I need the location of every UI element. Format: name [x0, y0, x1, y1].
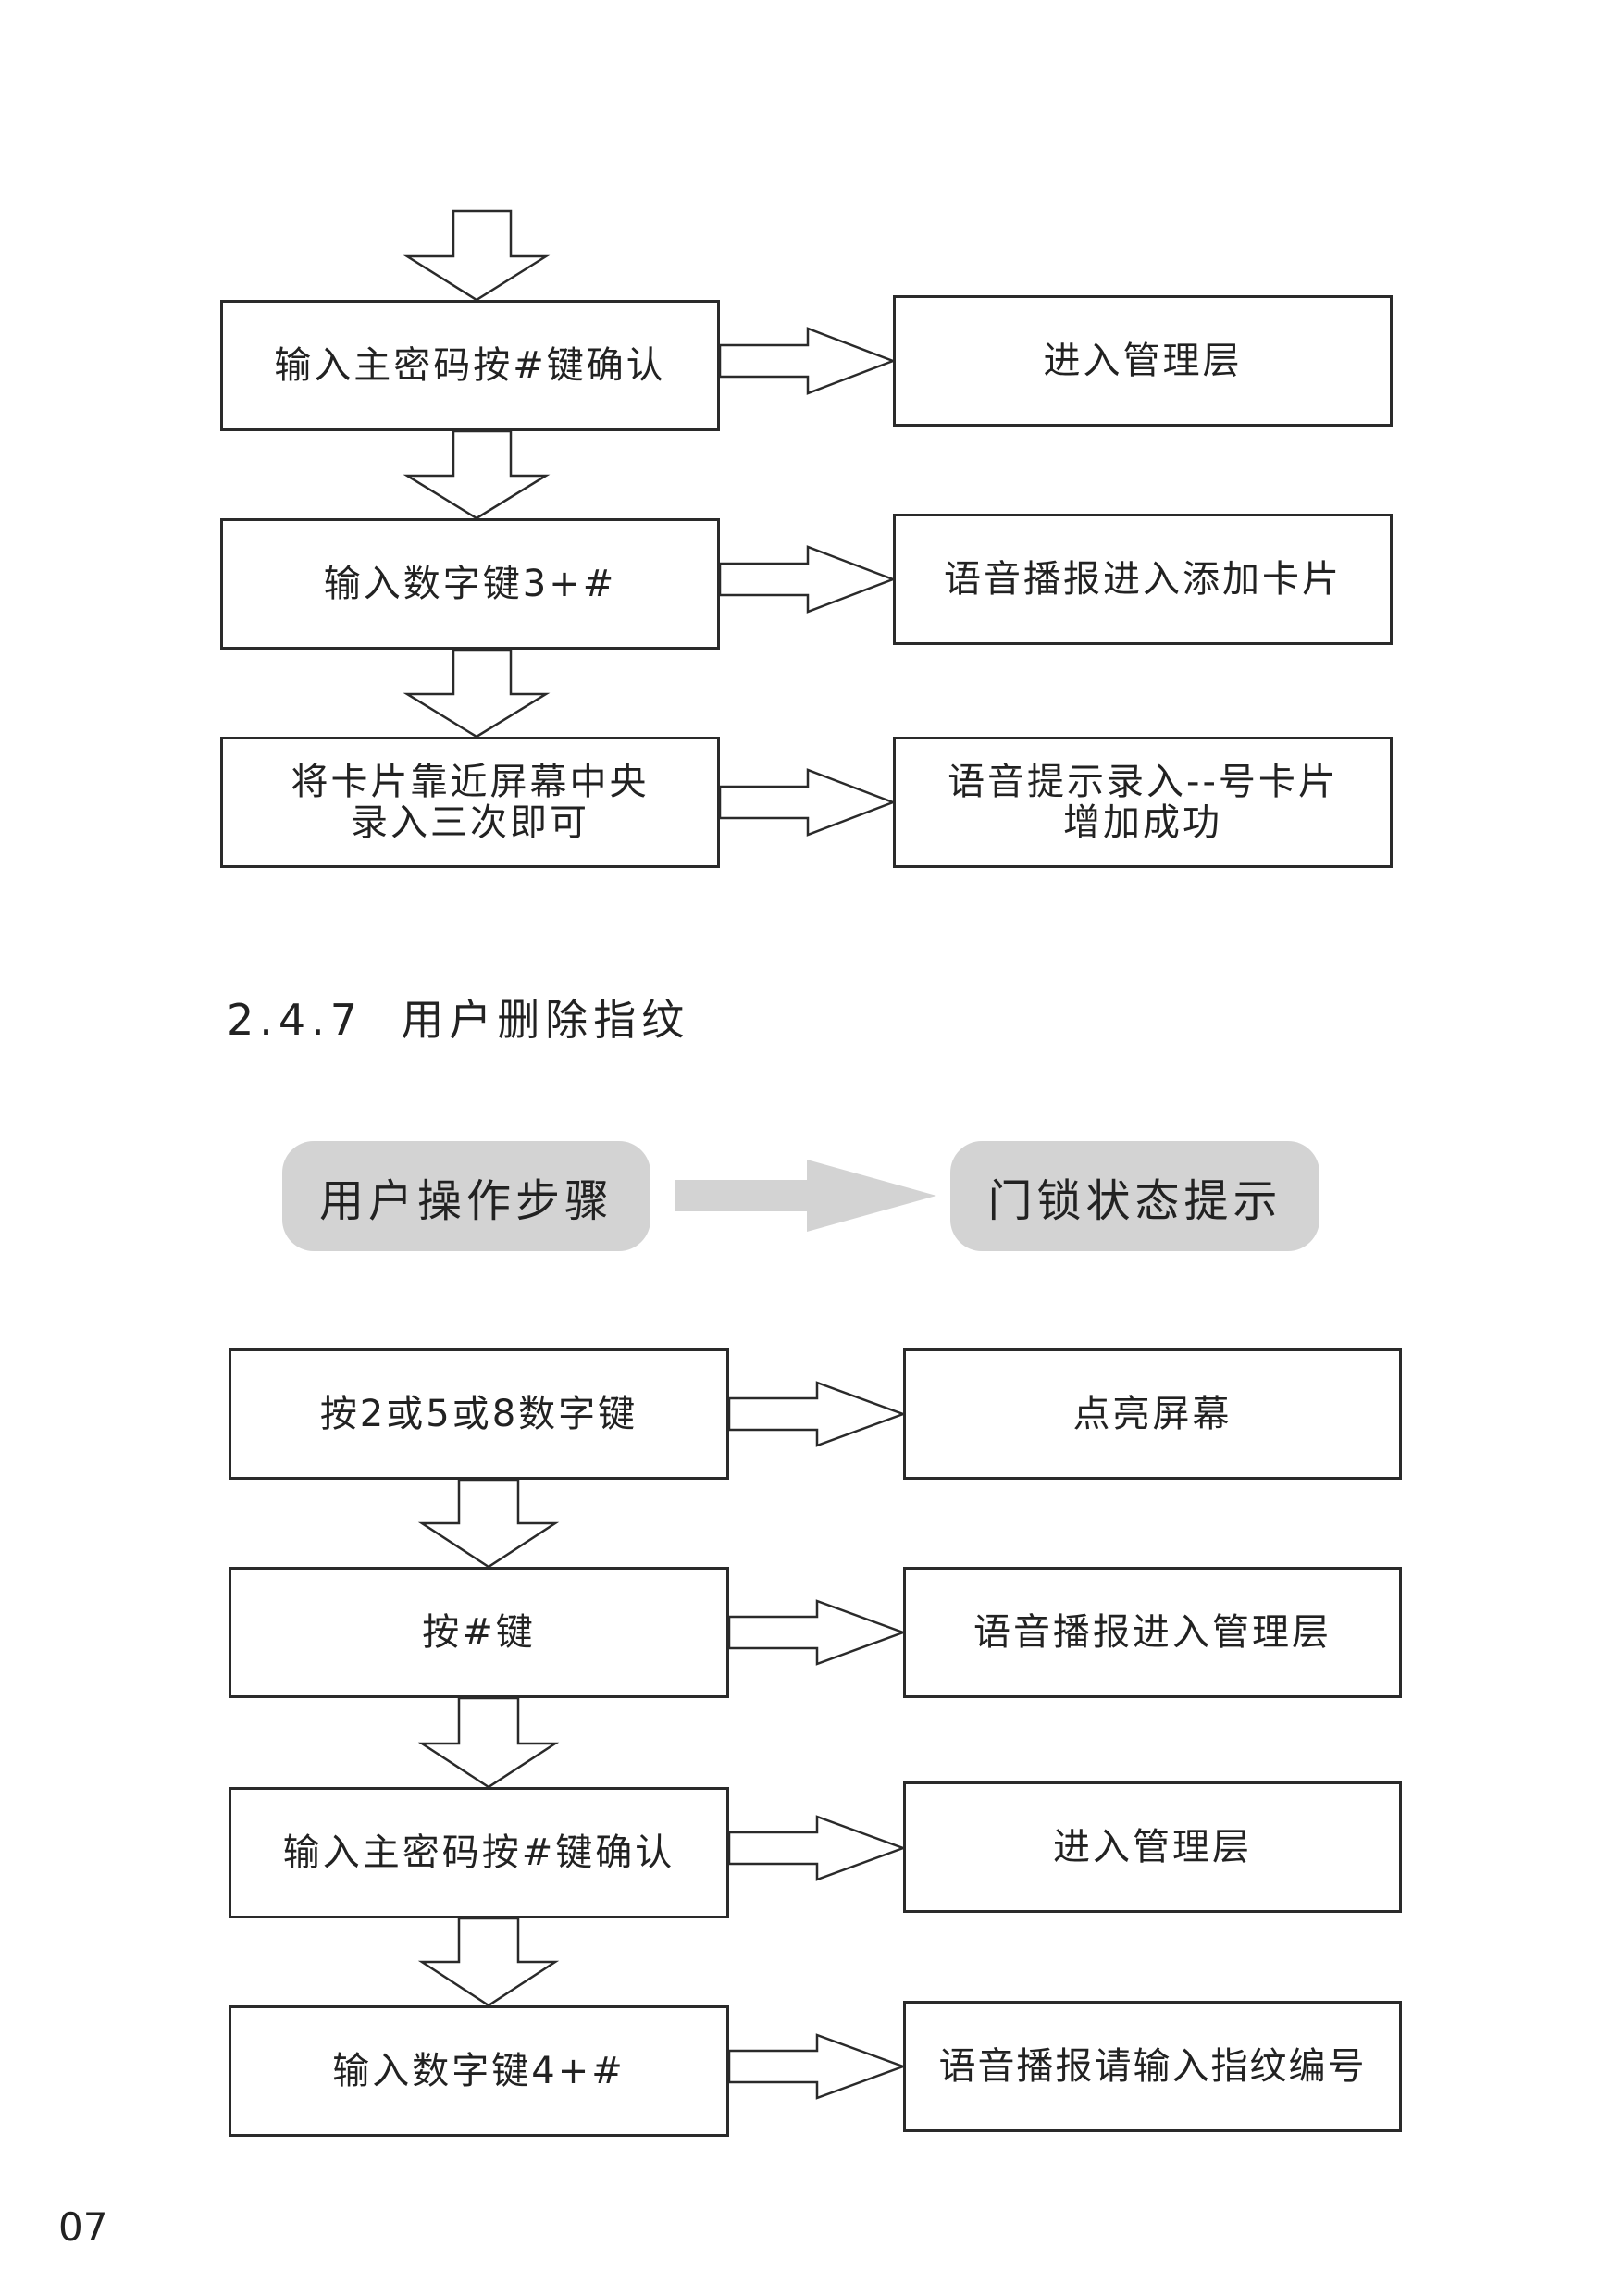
- legend-arrow-icon: [675, 1160, 936, 1232]
- right-arrow-icon: [727, 1381, 907, 1447]
- down-arrow-icon: [403, 209, 551, 302]
- result-box: 语音播报进入添加卡片: [893, 514, 1393, 645]
- right-arrow-icon: [727, 1599, 907, 1666]
- down-arrow-icon: [403, 648, 551, 738]
- right-arrow-icon: [718, 768, 897, 837]
- page-number: 07: [58, 2204, 108, 2250]
- down-arrow-icon: [417, 1917, 560, 2007]
- result-box: 语音播报请输入指纹编号: [903, 2001, 1402, 2132]
- down-arrow-icon: [403, 429, 551, 520]
- right-arrow-icon: [727, 1815, 907, 1881]
- result-box: 语音播报进入管理层: [903, 1567, 1402, 1698]
- action-box: 将卡片靠近屏幕中央 录入三次即可: [220, 737, 720, 868]
- result-box: 语音提示录入--号卡片 增加成功: [893, 737, 1393, 868]
- result-box: 点亮屏幕: [903, 1348, 1402, 1480]
- down-arrow-icon: [417, 1478, 560, 1569]
- action-box: 输入数字键4+#: [229, 2005, 729, 2137]
- down-arrow-icon: [417, 1696, 560, 1789]
- result-box: 进入管理层: [903, 1781, 1402, 1913]
- action-box: 按2或5或8数字键: [229, 1348, 729, 1480]
- action-box: 输入主密码按#键确认: [229, 1787, 729, 1918]
- result-box: 进入管理层: [893, 295, 1393, 427]
- action-box: 输入主密码按#键确认: [220, 300, 720, 431]
- right-arrow-icon: [727, 2033, 907, 2100]
- action-box: 输入数字键3+#: [220, 518, 720, 650]
- action-box: 按#键: [229, 1567, 729, 1698]
- right-arrow-icon: [718, 545, 897, 614]
- section-heading: 2.4.7 用户删除指纹: [227, 995, 690, 1045]
- legend-user-steps: 用户操作步骤: [282, 1141, 650, 1251]
- right-arrow-icon: [718, 327, 897, 395]
- legend-lock-status: 门锁状态提示: [950, 1141, 1319, 1251]
